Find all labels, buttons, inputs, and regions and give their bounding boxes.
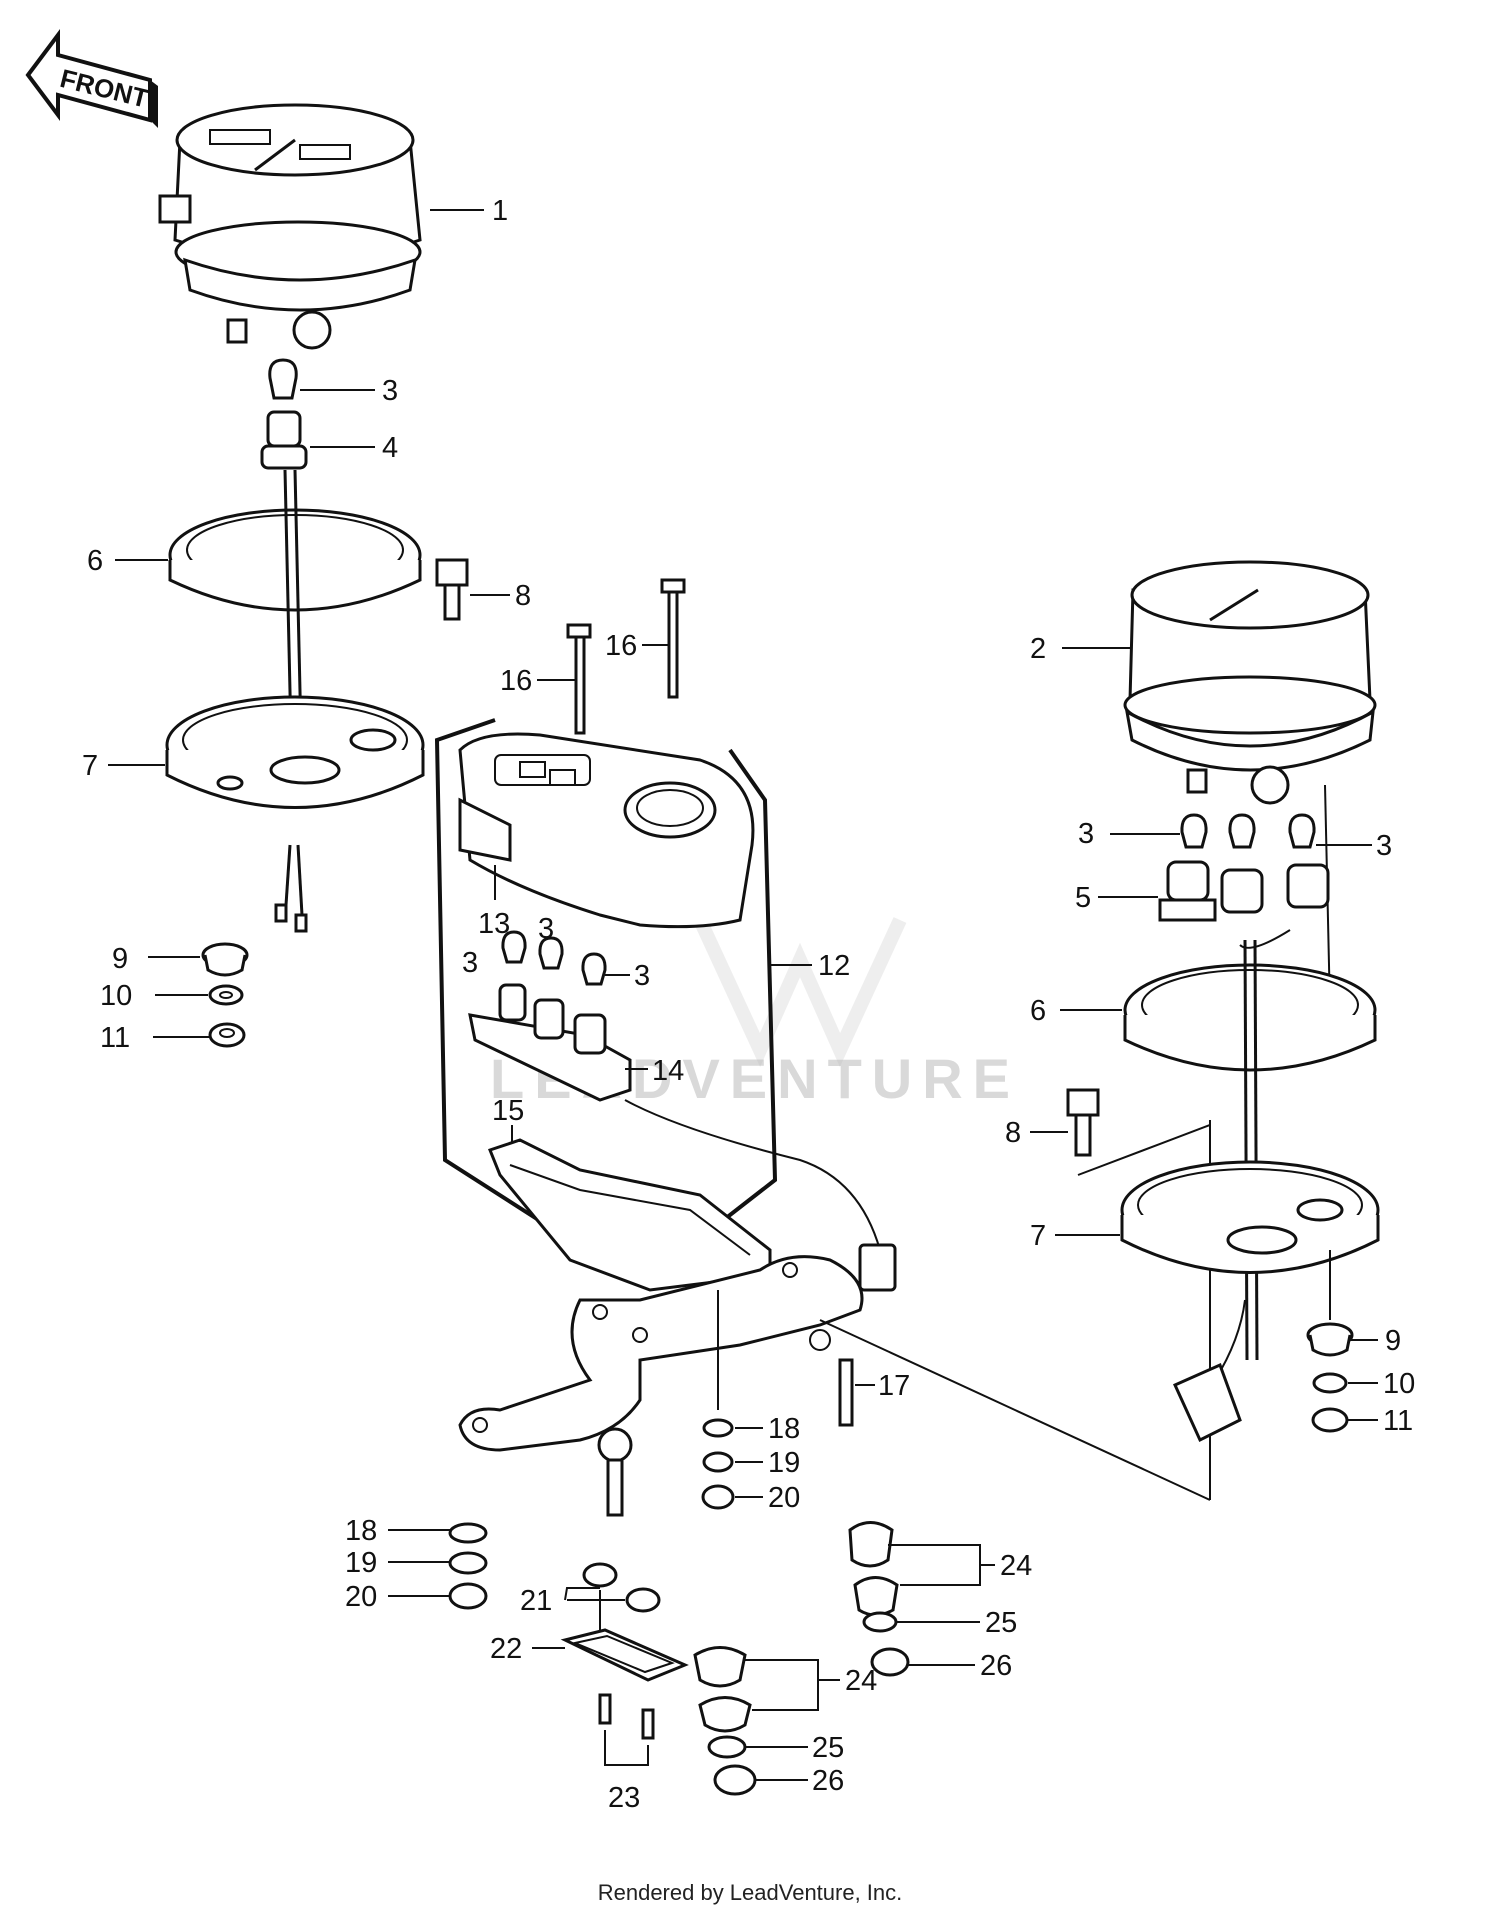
bolt-16-right bbox=[660, 578, 686, 699]
meter-bracket bbox=[458, 1255, 864, 1517]
washer-18-center bbox=[702, 1418, 734, 1438]
bolt-16-left bbox=[566, 623, 592, 735]
bolt-8-right bbox=[1066, 1088, 1100, 1157]
front-arrow-icon: FRONT bbox=[25, 29, 158, 128]
callout-9: 9 bbox=[1385, 1325, 1401, 1357]
callout-17: 17 bbox=[878, 1370, 910, 1402]
callout-4: 4 bbox=[382, 432, 398, 464]
connector-center bbox=[858, 1243, 897, 1292]
washer-19-center bbox=[702, 1451, 734, 1473]
grommet-9-left bbox=[201, 942, 249, 977]
callout-3: 3 bbox=[1376, 830, 1392, 862]
bulb-right-2 bbox=[1228, 813, 1256, 849]
callout-18: 18 bbox=[768, 1413, 800, 1445]
washer-10-left bbox=[208, 984, 244, 1006]
nut-26b bbox=[713, 1764, 757, 1796]
callout-1: 1 bbox=[492, 195, 508, 227]
screw-23b bbox=[641, 1708, 655, 1740]
meter-case-lower-right bbox=[1120, 1160, 1380, 1274]
callout-20: 20 bbox=[345, 1581, 377, 1613]
callout-25: 25 bbox=[812, 1732, 844, 1764]
indicator-socket-block bbox=[468, 983, 632, 1102]
bushing-24a bbox=[848, 1521, 894, 1568]
callout-23: 23 bbox=[608, 1782, 640, 1814]
callout-21: 21 bbox=[520, 1585, 552, 1617]
bushing-24c bbox=[693, 1646, 747, 1688]
footer-credit: Rendered by LeadVenture, Inc. bbox=[597, 1880, 903, 1905]
callout-11: 11 bbox=[1383, 1405, 1413, 1437]
nut-21b bbox=[625, 1587, 661, 1613]
nut-20-center bbox=[701, 1484, 735, 1510]
grommet-9-right bbox=[1306, 1322, 1354, 1357]
bulb-right-3 bbox=[1288, 813, 1316, 849]
screw-23a bbox=[598, 1693, 612, 1725]
callout-3: 3 bbox=[1078, 818, 1094, 850]
callout-14: 14 bbox=[652, 1055, 684, 1087]
callout-12: 12 bbox=[818, 950, 850, 982]
nut-26a bbox=[870, 1647, 910, 1677]
bushing-24d bbox=[698, 1696, 752, 1733]
callout-13: 13 bbox=[478, 908, 510, 940]
washer-18-left bbox=[448, 1522, 488, 1544]
bulb-center-2 bbox=[538, 936, 564, 970]
meter-ring-upper-right bbox=[1123, 963, 1377, 1072]
callout-19: 19 bbox=[345, 1547, 377, 1579]
bolt-8-left bbox=[435, 558, 469, 621]
callout-5: 5 bbox=[1075, 882, 1091, 914]
washer-19-left bbox=[448, 1551, 488, 1575]
callout-6: 6 bbox=[87, 545, 103, 577]
nut-21a bbox=[582, 1562, 618, 1588]
callout-26: 26 bbox=[980, 1650, 1012, 1682]
bushing-24b bbox=[853, 1576, 899, 1617]
speedometer bbox=[158, 103, 422, 350]
callout-7: 7 bbox=[82, 750, 98, 782]
callout-22: 22 bbox=[490, 1633, 522, 1665]
nut-11-right bbox=[1311, 1407, 1349, 1433]
callout-11: 11 bbox=[100, 1022, 130, 1054]
callout-16: 16 bbox=[605, 630, 637, 662]
callout-18: 18 bbox=[345, 1515, 377, 1547]
callout-26: 26 bbox=[812, 1765, 844, 1797]
callout-20: 20 bbox=[768, 1482, 800, 1514]
callout-15: 15 bbox=[492, 1095, 524, 1127]
washer-10-right bbox=[1312, 1372, 1348, 1394]
callout-7: 7 bbox=[1030, 1220, 1046, 1252]
wire-leads-left bbox=[274, 844, 308, 933]
callout-6: 6 bbox=[1030, 995, 1046, 1027]
bulb-center-3 bbox=[581, 952, 607, 986]
indicator-base-plate bbox=[488, 1138, 772, 1292]
callout-25: 25 bbox=[985, 1607, 1017, 1639]
callout-16: 16 bbox=[500, 665, 532, 697]
socket-left bbox=[260, 410, 308, 470]
callout-24: 24 bbox=[845, 1665, 877, 1697]
watermark-logo bbox=[693, 917, 907, 1067]
callout-3: 3 bbox=[538, 913, 554, 945]
washer-25a bbox=[862, 1611, 898, 1633]
callout-8: 8 bbox=[1005, 1117, 1021, 1149]
connector-right bbox=[1173, 1299, 1246, 1443]
nut-20-left bbox=[448, 1582, 488, 1610]
callout-19: 19 bbox=[768, 1447, 800, 1479]
callout-24: 24 bbox=[1000, 1550, 1032, 1582]
callout-9: 9 bbox=[112, 943, 128, 975]
sockets-right bbox=[1158, 860, 1330, 949]
washer-25b bbox=[707, 1735, 747, 1759]
indicator-housing bbox=[458, 732, 755, 929]
bulb-center-1 bbox=[501, 930, 527, 964]
callout-3: 3 bbox=[382, 375, 398, 407]
callout-10: 10 bbox=[100, 980, 132, 1012]
callout-2: 2 bbox=[1030, 633, 1046, 665]
bulb-right-1 bbox=[1180, 813, 1208, 849]
callout-3: 3 bbox=[462, 947, 478, 979]
callout-10: 10 bbox=[1383, 1368, 1415, 1400]
bulb-left bbox=[268, 358, 298, 400]
tachometer bbox=[1123, 560, 1377, 805]
callout-3: 3 bbox=[634, 960, 650, 992]
nut-11-left bbox=[208, 1022, 246, 1048]
meter-case-lower-left bbox=[165, 695, 425, 809]
callout-8: 8 bbox=[515, 580, 531, 612]
rubber-pad bbox=[560, 1628, 689, 1682]
